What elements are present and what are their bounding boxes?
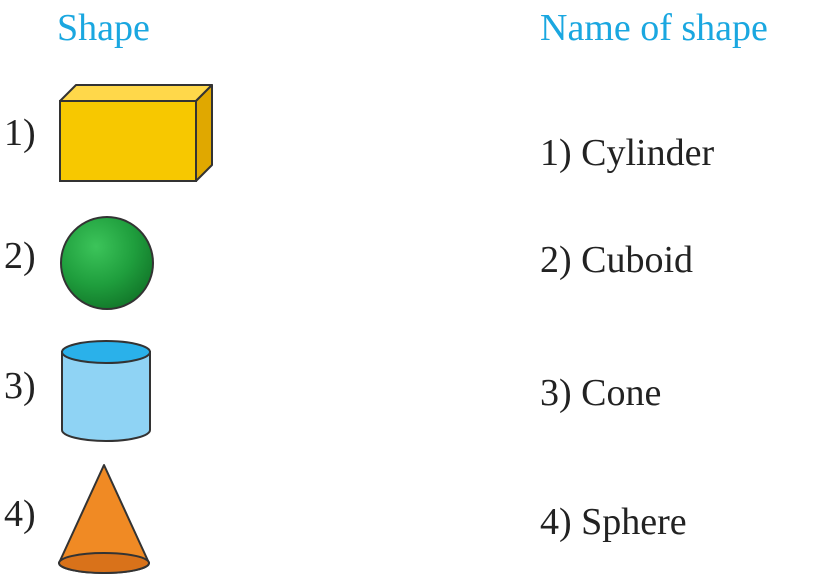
shape-name-1: 1) Cylinder: [540, 132, 715, 174]
name-column-heading: Name of shape: [540, 7, 768, 49]
cone-icon: [58, 464, 150, 574]
cylinder-icon: [61, 340, 151, 442]
shape-name-4: 4) Sphere: [540, 501, 687, 543]
shape-name-3: 3) Cone: [540, 372, 662, 414]
shape-number-3: 3): [4, 365, 36, 407]
shape-number-2: 2): [4, 235, 36, 277]
sphere-icon: [60, 216, 154, 310]
shape-number-4: 4): [4, 493, 36, 535]
shape-name-2: 2) Cuboid: [540, 239, 694, 281]
shape-column-heading: Shape: [57, 7, 150, 49]
cuboid-icon: [59, 84, 213, 182]
shape-number-1: 1): [4, 112, 36, 154]
